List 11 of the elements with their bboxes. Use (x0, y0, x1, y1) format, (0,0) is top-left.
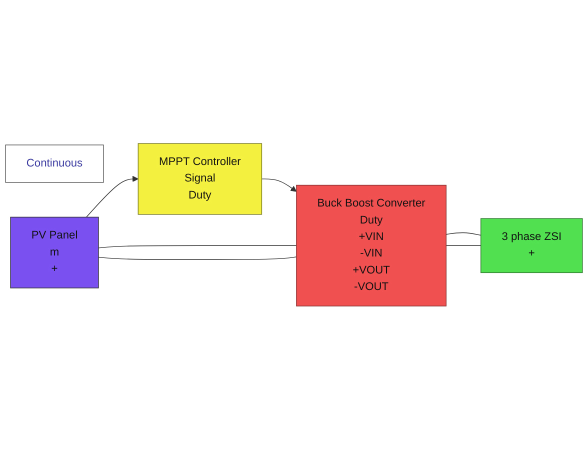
arrow (261, 178, 297, 192)
node-box: Buck Boost Converter Duty +VIN -VIN +VOUT -VOUT (296, 185, 446, 307)
arrow (86, 176, 138, 218)
node-box: 3 phase ZSI + (480, 218, 583, 274)
connector (446, 232, 482, 236)
connector (98, 245, 297, 248)
node-box: PV Panel m + (10, 217, 99, 289)
node-box: MPPT Controller Signal Duty (138, 143, 262, 215)
node-box: Continuous (5, 144, 104, 183)
connector (446, 245, 482, 246)
connector (98, 256, 297, 260)
